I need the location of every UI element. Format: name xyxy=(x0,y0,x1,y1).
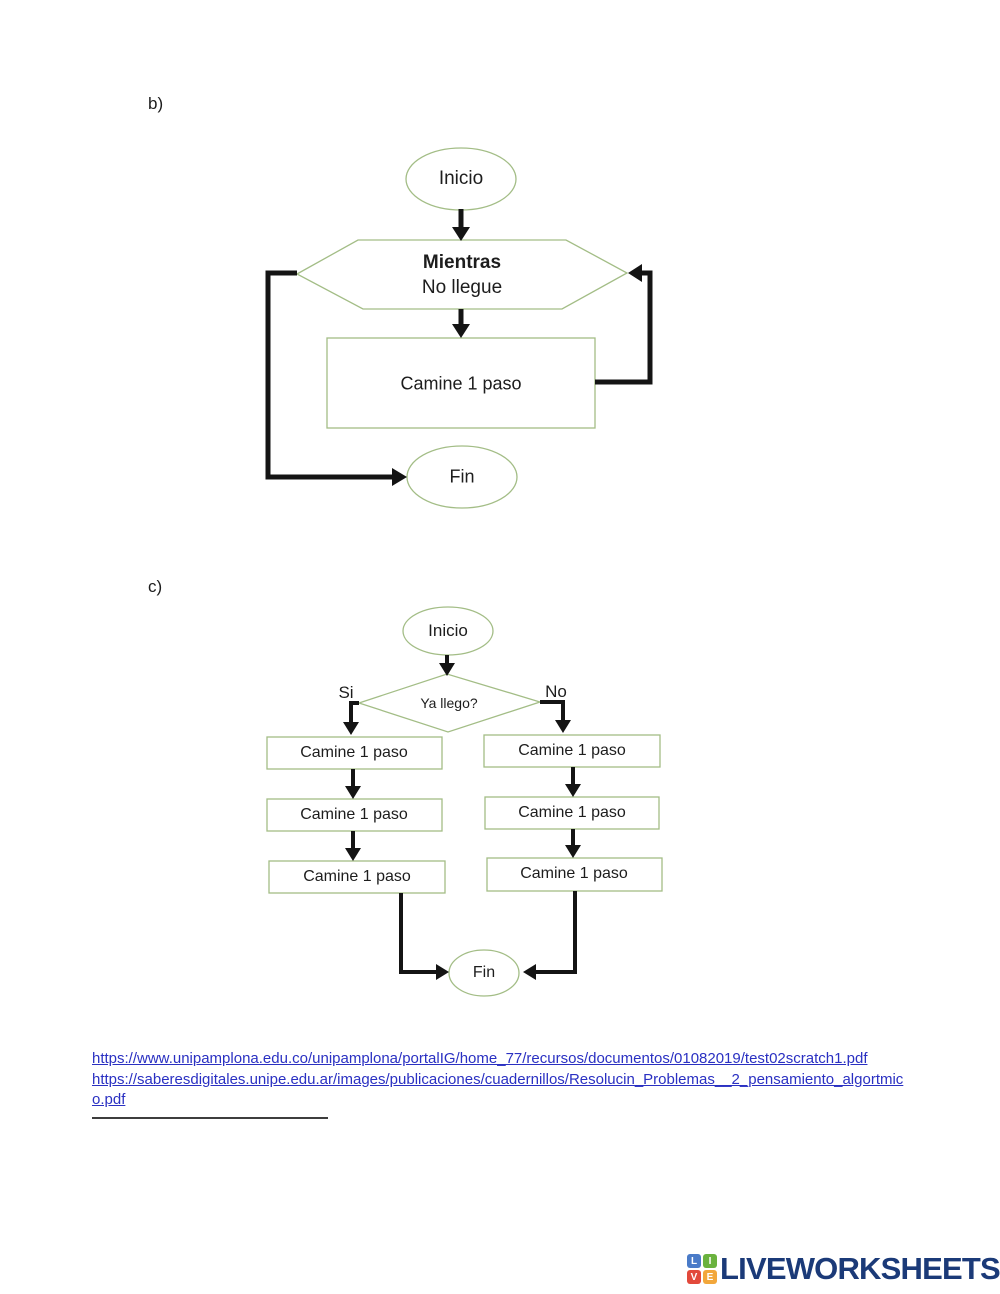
flowchart-c-yes-step-1-rect xyxy=(266,736,443,770)
liveworksheets-logo-text: LIVEWORKSHEETS xyxy=(720,1251,1000,1286)
arrowhead-icon xyxy=(628,264,642,282)
section-label-b: b) xyxy=(148,94,164,113)
flowchart-c-no-label: No xyxy=(545,682,567,701)
flowchart-c-yes-label: Si xyxy=(338,683,354,702)
flowchart-b-process-label: Camine 1 paso xyxy=(400,373,522,394)
flowchart-c-end-ellipse xyxy=(448,949,520,997)
flowchart-c-no-branch-line xyxy=(540,700,565,721)
logo-square-v: V xyxy=(687,1270,701,1284)
arrowhead-icon xyxy=(345,848,361,861)
arrowhead-icon xyxy=(345,786,361,799)
section-label-c: c) xyxy=(148,577,163,596)
liveworksheets-logo: L I V E LIVEWORKSHEETS xyxy=(687,1251,1000,1287)
flowchart-b-start-label: Inicio xyxy=(438,168,484,189)
arrowhead-icon xyxy=(392,468,407,486)
flowchart-c-no-step-1-label: Camine 1 paso xyxy=(518,742,626,759)
arrowhead-icon xyxy=(452,227,470,241)
flowchart-c-yes-step-2-label: Camine 1 paso xyxy=(300,806,408,823)
arrowhead-icon xyxy=(452,324,470,338)
flowchart-c-decision-label: Ya llego? xyxy=(420,695,478,711)
flowchart-c-yes-step-3-rect xyxy=(268,860,446,894)
flowchart-b-loop-exit-to-end xyxy=(265,270,393,480)
flowchart-c-end-label: Fin xyxy=(472,964,496,981)
flowchart-b-while-hexagon xyxy=(295,239,629,310)
flowchart-b-while-condition: No llegue xyxy=(421,277,503,298)
arrowhead-icon xyxy=(436,964,449,980)
flowchart-c-yes-to-end-line xyxy=(399,893,436,974)
flowchart-b-while-title: Mientras xyxy=(422,252,502,273)
logo-square-l: L xyxy=(687,1254,701,1268)
liveworksheets-logo-icon: L I V E xyxy=(687,1254,717,1284)
arrowhead-icon xyxy=(555,720,571,733)
arrowhead-icon xyxy=(523,964,536,980)
flowchart-c-yes-step-1-label: Camine 1 paso xyxy=(300,744,408,761)
flowchart-c-no-step-3-label: Camine 1 paso xyxy=(520,865,628,882)
arrowhead-icon xyxy=(565,784,581,797)
flowchart-c-no-step-2-label: Camine 1 paso xyxy=(518,804,626,821)
reference-link-1[interactable]: https://www.unipamplona.edu.co/unipamplo… xyxy=(92,1050,868,1067)
flowchart-c-start-label: Inicio xyxy=(428,621,468,640)
flowchart-c-yes-step-2-rect xyxy=(266,798,443,832)
reference-links: https://www.unipamplona.edu.co/unipamplo… xyxy=(92,1049,910,1111)
flowchart-b-end-label: Fin xyxy=(449,466,475,487)
logo-square-e: E xyxy=(703,1270,717,1284)
flowchart-b-loop-back-to-while xyxy=(595,270,653,385)
flowchart-c-no-to-end-line xyxy=(536,891,577,974)
reference-link-2[interactable]: https://saberesdigitales.unipe.edu.ar/im… xyxy=(92,1070,904,1109)
arrowhead-icon xyxy=(343,722,359,735)
arrowhead-icon xyxy=(439,663,455,676)
flowchart-c-yes-step-3-label: Camine 1 paso xyxy=(303,868,411,885)
logo-square-i: I xyxy=(703,1254,717,1268)
arrowhead-icon xyxy=(565,845,581,858)
flowchart-c-yes-branch-line xyxy=(349,701,359,723)
flowchart-c-no-step-3-rect xyxy=(486,857,663,892)
flowchart-c-no-step-2-rect xyxy=(484,796,660,830)
footnote-divider xyxy=(92,1117,328,1119)
